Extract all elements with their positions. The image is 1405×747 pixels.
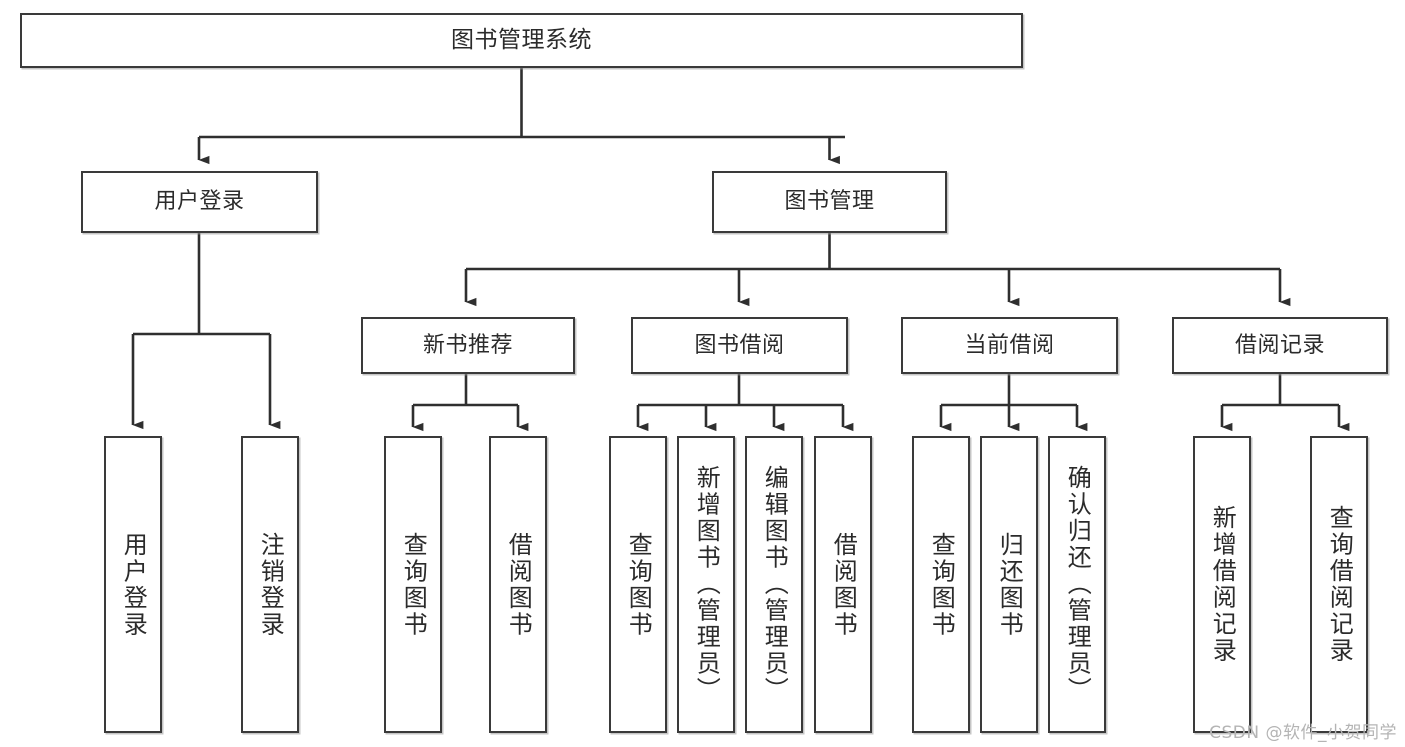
- node-leaf-query-record[interactable]: 查询借阅记录: [1310, 436, 1368, 733]
- node-leaf-confirm-return[interactable]: 确认归还（管理员）: [1048, 436, 1106, 733]
- node-root-label: 图书管理系统: [451, 26, 592, 53]
- node-leaf-add-book[interactable]: 新增图书（管理员）: [677, 436, 735, 733]
- node-leaf-query-book-borrow[interactable]: 查询图书: [609, 436, 667, 733]
- node-leaf-borrow-book-rec[interactable]: 借阅图书: [489, 436, 547, 733]
- node-leaf-borrow-book[interactable]: 借阅图书: [814, 436, 872, 733]
- node-leaf-logout[interactable]: 注销登录: [241, 436, 299, 733]
- node-leaf-query-book-current[interactable]: 查询图书: [912, 436, 970, 733]
- node-leaf-logout-label: 注销登录: [256, 531, 285, 638]
- node-current-borrow[interactable]: 当前借阅: [901, 317, 1118, 374]
- node-book-manage[interactable]: 图书管理: [712, 171, 947, 233]
- node-leaf-return-book[interactable]: 归还图书: [980, 436, 1038, 733]
- node-leaf-user-login[interactable]: 用户登录: [104, 436, 162, 733]
- node-leaf-user-login-label: 用户登录: [119, 531, 148, 638]
- node-leaf-add-book-label: 新增图书（管理员）: [692, 465, 721, 704]
- node-leaf-edit-book-label: 编辑图书（管理员）: [760, 465, 789, 704]
- node-leaf-query-record-label: 查询借阅记录: [1325, 505, 1354, 664]
- node-leaf-confirm-return-label: 确认归还（管理员）: [1063, 465, 1092, 704]
- watermark-text: CSDN @软件_小贺同学: [1209, 723, 1397, 743]
- node-leaf-add-record-label: 新增借阅记录: [1208, 505, 1237, 664]
- node-new-book-rec-label: 新书推荐: [422, 332, 513, 358]
- node-leaf-query-book-rec-label: 查询图书: [399, 531, 428, 638]
- node-current-borrow-label: 当前借阅: [964, 332, 1055, 358]
- node-user-login-label: 用户登录: [154, 189, 245, 215]
- node-book-manage-label: 图书管理: [784, 189, 875, 215]
- node-leaf-query-book-rec[interactable]: 查询图书: [384, 436, 442, 733]
- node-book-borrow[interactable]: 图书借阅: [631, 317, 848, 374]
- node-borrow-record-label: 借阅记录: [1234, 332, 1325, 358]
- node-leaf-query-book-borrow-label: 查询图书: [624, 531, 653, 638]
- node-leaf-borrow-book-rec-label: 借阅图书: [504, 531, 533, 638]
- node-user-login[interactable]: 用户登录: [81, 171, 318, 233]
- node-borrow-record[interactable]: 借阅记录: [1172, 317, 1388, 374]
- node-leaf-add-record[interactable]: 新增借阅记录: [1193, 436, 1251, 733]
- node-book-borrow-label: 图书借阅: [694, 332, 785, 358]
- node-new-book-rec[interactable]: 新书推荐: [361, 317, 575, 374]
- node-root[interactable]: 图书管理系统: [20, 13, 1023, 68]
- node-leaf-borrow-book-label: 借阅图书: [829, 531, 858, 638]
- node-leaf-query-book-current-label: 查询图书: [927, 531, 956, 638]
- node-leaf-edit-book[interactable]: 编辑图书（管理员）: [745, 436, 803, 733]
- node-leaf-return-book-label: 归还图书: [995, 531, 1024, 638]
